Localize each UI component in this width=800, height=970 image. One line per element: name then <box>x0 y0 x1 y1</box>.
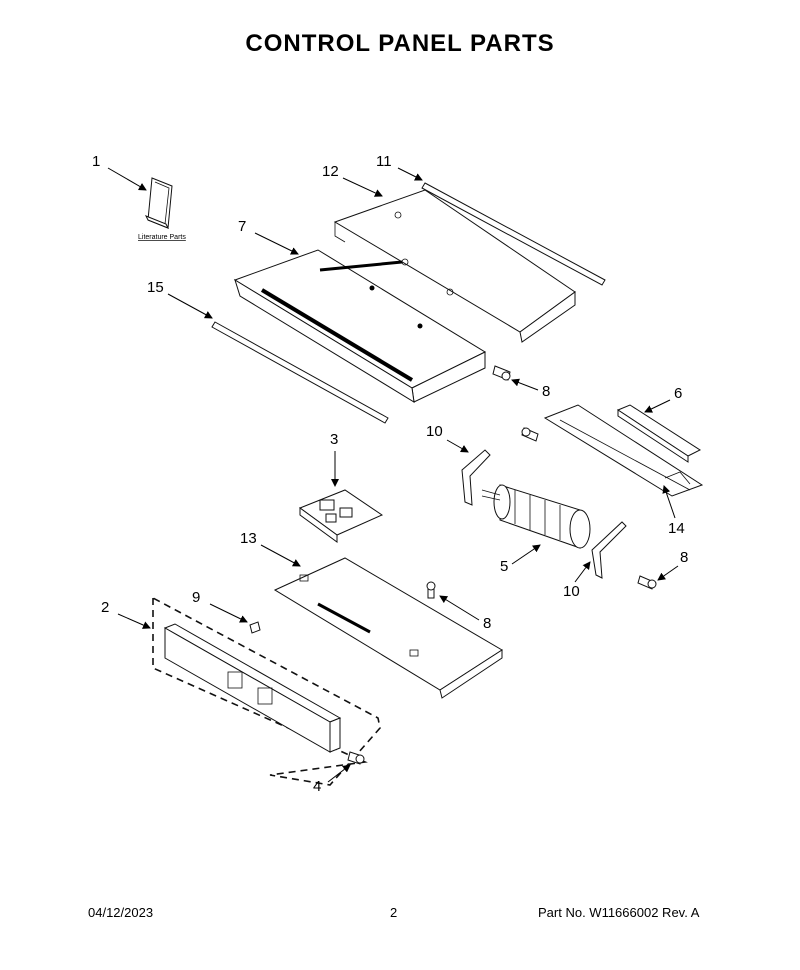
footer-part-number: Part No. W11666002 Rev. A <box>538 905 700 920</box>
control-board[interactable] <box>298 489 384 543</box>
callout-9: 9 <box>192 589 200 606</box>
callout-10-left: 10 <box>426 423 443 440</box>
literature-parts-label: Literature Parts <box>138 234 186 241</box>
screw-lower-right[interactable] <box>637 575 657 590</box>
footer-page-number: 2 <box>390 905 398 920</box>
callout-5: 5 <box>500 558 508 575</box>
cooling-fan[interactable] <box>481 484 591 549</box>
footer-date: 04/12/2023 <box>88 905 154 920</box>
trim-strip-top[interactable] <box>421 182 606 286</box>
mounting-bracket[interactable] <box>543 404 704 497</box>
callout-11: 11 <box>376 153 392 170</box>
callout-8-upper: 8 <box>542 383 550 400</box>
control-housing[interactable] <box>233 249 487 403</box>
callout-4: 4 <box>313 778 321 795</box>
top-cover[interactable] <box>333 189 576 343</box>
callout-12: 12 <box>322 163 339 180</box>
control-panel-assembly[interactable] <box>163 623 342 753</box>
literature-booklet[interactable] <box>144 177 173 229</box>
page-title: CONTROL PANEL PARTS <box>245 30 555 57</box>
panel-screw[interactable] <box>347 751 365 765</box>
screw-middle[interactable] <box>426 581 436 599</box>
callout-13: 13 <box>240 530 257 547</box>
screw-upper[interactable] <box>492 365 511 381</box>
fan-bracket-right[interactable] <box>591 521 627 579</box>
small-clip[interactable] <box>249 621 261 634</box>
callout-7: 7 <box>238 218 246 235</box>
callout-1: 1 <box>92 153 100 170</box>
callout-3: 3 <box>330 431 338 448</box>
mounting-plate[interactable] <box>273 557 503 699</box>
callout-14: 14 <box>668 520 685 537</box>
callout-2: 2 <box>101 599 109 616</box>
callout-8-middle: 8 <box>483 615 491 632</box>
callout-6: 6 <box>674 385 682 402</box>
callout-10-right: 10 <box>563 583 580 600</box>
callout-8-right: 8 <box>680 549 688 566</box>
callout-15: 15 <box>147 279 164 296</box>
screw-right[interactable] <box>521 427 539 442</box>
insulation-strip[interactable] <box>616 404 702 463</box>
fan-bracket-left[interactable] <box>461 449 491 506</box>
assembly-outline <box>152 597 381 786</box>
trim-strip-left[interactable] <box>211 321 389 424</box>
